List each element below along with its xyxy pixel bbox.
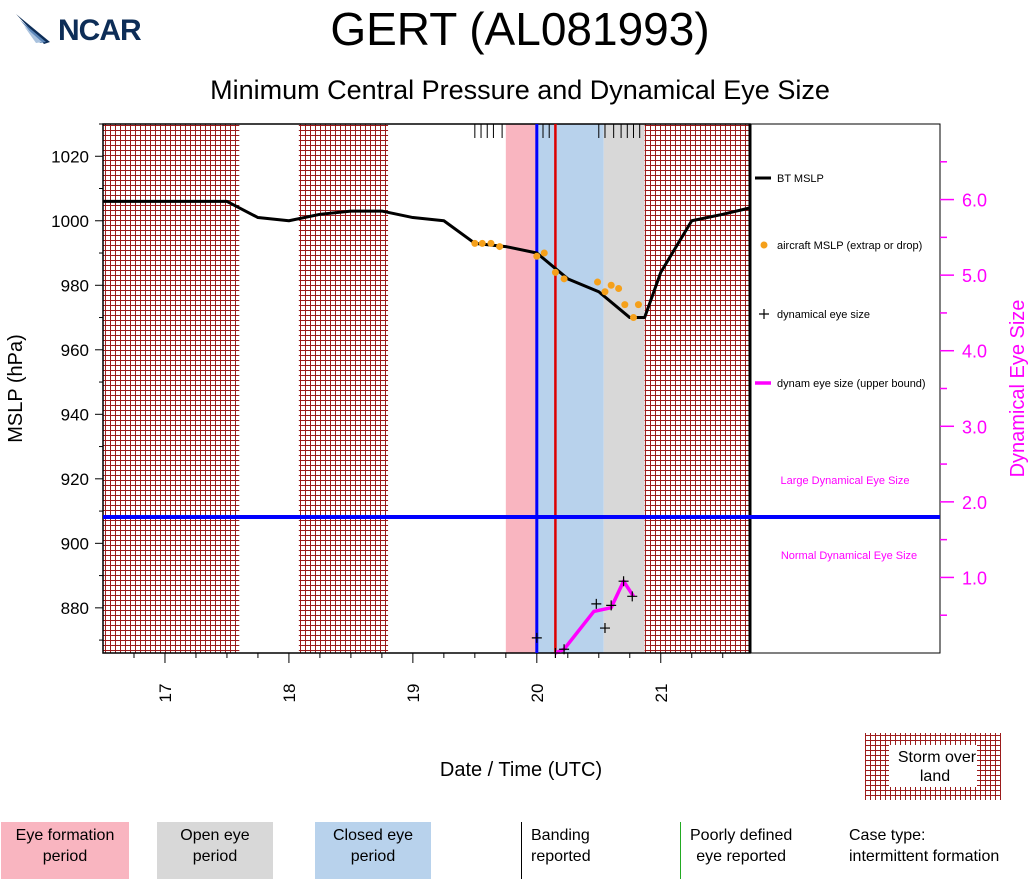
dynamical-eye-size-point	[531, 632, 542, 643]
open-eye-band	[603, 124, 645, 653]
aircraft-mslp-point	[533, 252, 541, 260]
aircraft-mslp-point	[615, 285, 623, 293]
legend-closed-eye-period: Closed eye period	[315, 822, 431, 879]
y2-axis-label: Dynamical Eye Size	[1007, 300, 1029, 478]
x-tick-label: 18	[280, 684, 299, 703]
legend-closed-eye-line2: period	[350, 848, 396, 865]
dynamical-eye-size-point	[606, 600, 617, 611]
x-tick-label: 17	[156, 684, 175, 703]
legend-poorly-defined-eye: Poorly defined eye reported	[680, 822, 792, 879]
y2-tick-label: 2.0	[962, 493, 987, 513]
dynamical-eye-size-point	[550, 648, 561, 658]
aircraft-mslp-point	[621, 301, 629, 309]
y2-tick-label: 3.0	[962, 417, 987, 437]
legend-aircraft-label: aircraft MSLP (extrap or drop)	[777, 240, 922, 252]
aircraft-mslp-point	[551, 268, 559, 276]
storm-over-land-band-0	[103, 124, 240, 653]
annotation-normal-eye: Normal Dynamical Eye Size	[781, 550, 917, 562]
legend-upper-label: dynam eye size (upper bound)	[777, 378, 926, 390]
legend-open-eye-line1: Open eye	[180, 827, 250, 844]
aircraft-mslp-point	[594, 278, 602, 286]
dynamical-eye-size-point	[627, 591, 638, 602]
legend-open-eye-line2: period	[192, 848, 238, 865]
legend-banding-line1: Banding	[531, 827, 590, 844]
chart-title: GERT (AL081993)	[330, 3, 710, 55]
dynamical-eye-size-point	[559, 644, 570, 655]
y-tick-label: 1000	[51, 212, 89, 231]
ncar-swoosh-icon	[16, 14, 50, 44]
x-tick-label: 19	[404, 684, 423, 703]
y-axis-label: MSLP (hPa)	[5, 334, 27, 443]
legend-poorly-line1: Poorly defined	[690, 827, 793, 844]
legend-case-line1: Case type:	[849, 827, 926, 844]
x-tick-label: 20	[528, 684, 547, 703]
legend-closed-eye-line1: Closed eye	[332, 827, 414, 844]
aircraft-mslp-point	[634, 301, 642, 309]
logo-text: NCAR	[58, 14, 142, 47]
ncar-logo: NCAR	[14, 12, 142, 48]
y-tick-label: 940	[61, 405, 89, 424]
land-legend-line2: land	[920, 768, 950, 785]
closed-eye-band	[536, 124, 604, 653]
dynamical-eye-size-point	[618, 576, 629, 587]
aircraft-mslp-point	[471, 239, 479, 247]
y-tick-label: 920	[61, 470, 89, 489]
aircraft-mslp-point	[478, 239, 486, 247]
aircraft-mslp-point	[496, 243, 504, 251]
aircraft-mslp-point	[607, 281, 615, 289]
y2-tick-label: 1.0	[962, 568, 987, 588]
aircraft-mslp-point	[560, 275, 568, 283]
land-legend-line1: Storm over	[898, 749, 977, 766]
x-tick-label: 21	[652, 684, 671, 703]
y-tick-label: 960	[61, 341, 89, 360]
legend-eye-formation-line2: period	[42, 848, 88, 865]
storm-over-land-band-2	[644, 124, 750, 653]
y2-tick-label: 4.0	[962, 342, 987, 362]
aircraft-mslp-point	[540, 249, 548, 257]
annotation-large-eye: Large Dynamical Eye Size	[780, 475, 909, 487]
legend-eye-swatch	[759, 309, 769, 319]
storm-over-land-band-1	[298, 124, 389, 653]
y-tick-label: 980	[61, 276, 89, 295]
aircraft-mslp-point	[601, 288, 609, 296]
aircraft-mslp-point	[487, 239, 495, 247]
legend-open-eye-period: Open eye period	[157, 822, 273, 879]
legend-poorly-line2: eye reported	[696, 848, 787, 865]
y-tick-label: 880	[61, 599, 89, 618]
legend-banding-line2: reported	[531, 848, 591, 865]
dynamical-eye-size-point	[599, 623, 610, 634]
eye-formation-band	[505, 124, 537, 653]
y-tick-label: 1020	[51, 147, 89, 166]
aircraft-mslp-point	[629, 314, 637, 322]
y-tick-label: 900	[61, 534, 89, 553]
legend-eye-label: dynamical eye size	[777, 309, 870, 321]
legend-aircraft-swatch	[760, 241, 768, 249]
y2-tick-label: 5.0	[962, 266, 987, 286]
legend-case-type: Case type: intermittent formation	[849, 825, 999, 867]
x-axis-label: Date / Time (UTC)	[440, 759, 602, 781]
upper-bound-line	[554, 579, 635, 655]
y2-tick-label: 6.0	[962, 191, 987, 211]
legend-bt-label: BT MSLP	[777, 173, 824, 185]
legend-eye-formation-period: Eye formation period	[1, 822, 129, 879]
legend-banding-reported: Banding reported	[521, 822, 591, 879]
legend-case-line2: intermittent formation	[849, 848, 1000, 865]
chart-subtitle: Minimum Central Pressure and Dynamical E…	[210, 75, 830, 105]
land-legend-label-bg	[889, 745, 977, 787]
dynamical-eye-size-point	[591, 598, 602, 609]
legend-eye-formation-line1: Eye formation	[15, 827, 115, 844]
